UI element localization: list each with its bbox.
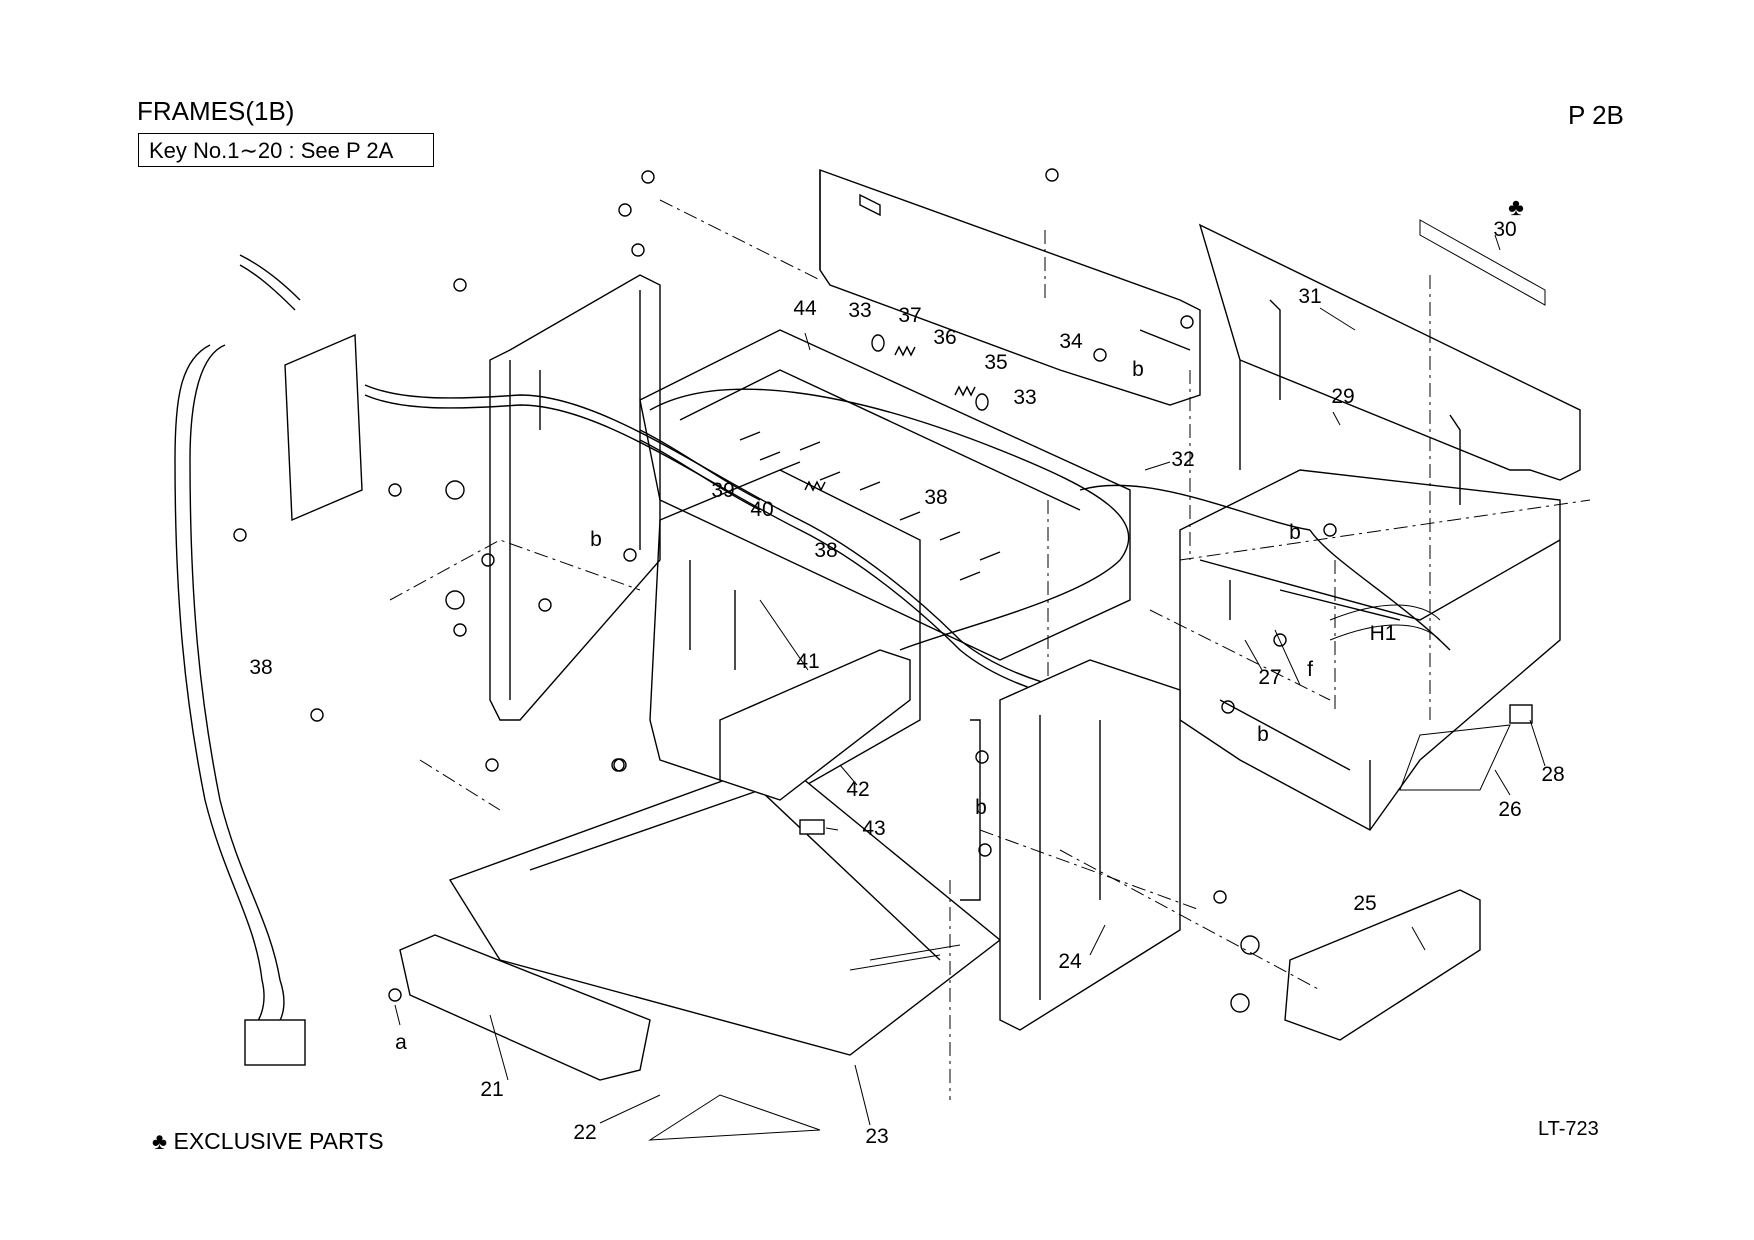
callout-36: 36 [933, 326, 957, 349]
callout-b-top: b [1132, 358, 1144, 381]
callout-42: 42 [846, 778, 870, 801]
callout-28: 28 [1541, 763, 1565, 786]
exclusive-parts-legend: ♣ EXCLUSIVE PARTS [152, 1128, 384, 1155]
callout-38-center: 38 [814, 539, 838, 562]
callout-H1: H1 [1369, 622, 1397, 645]
rear-frame [819, 169, 1201, 406]
wire-harness [364, 384, 1451, 701]
callout-26: 26 [1498, 798, 1522, 821]
bracket-42 [719, 649, 911, 801]
document-code: LT-723 [1538, 1118, 1599, 1140]
bracket-21 [399, 934, 651, 1081]
callout-38-right: 38 [924, 486, 948, 509]
callout-33-lower: 33 [1013, 386, 1037, 409]
page-reference: P 2B [1568, 100, 1624, 130]
center-frame [649, 469, 921, 801]
right-upper-frame [1198, 223, 1581, 505]
callout-21: 21 [480, 1078, 504, 1101]
screws [233, 168, 1337, 1013]
left-side-frame [489, 274, 661, 721]
callout-39: 39 [711, 479, 735, 502]
callout-f: f [1307, 658, 1313, 681]
callout-b-left: b [590, 528, 602, 551]
callout-34: 34 [1059, 330, 1083, 353]
callout-43: 43 [862, 817, 886, 840]
callout-41: 41 [796, 650, 820, 673]
callout-leaders [394, 234, 1546, 1126]
callout-33-upper: 33 [848, 299, 872, 322]
callout-29: 29 [1331, 385, 1355, 408]
callout-22: 22 [573, 1121, 597, 1144]
callout-b-right-mid: b [1257, 723, 1269, 746]
center-tray [639, 329, 1131, 661]
bracket-25 [1284, 889, 1481, 1041]
club-icon: ♣ [152, 1128, 168, 1154]
callout-35: 35 [984, 351, 1008, 374]
callout-25: 25 [1353, 892, 1377, 915]
callout-32: 32 [1171, 448, 1195, 471]
callout-31: 31 [1298, 285, 1322, 308]
right-side-frame [960, 659, 1181, 1031]
springs [804, 334, 989, 492]
exclusive-marker-30: ♣ [1508, 194, 1524, 221]
callout-b-right-upper: b [1289, 521, 1301, 544]
callout-23: 23 [865, 1125, 889, 1148]
callout-37: 37 [898, 304, 922, 327]
left-cable [174, 344, 306, 1066]
callout-44: 44 [793, 297, 817, 320]
right-lower-frame [1179, 469, 1561, 831]
callout-a: a [395, 1031, 407, 1054]
callout-38-left: 38 [249, 656, 273, 679]
callout-40: 40 [750, 498, 774, 521]
callout-b-lower: b [975, 796, 987, 819]
key-number-note: Key No.1∼20 : See P 2A [138, 133, 434, 167]
callout-24: 24 [1058, 950, 1082, 973]
legend-text: EXCLUSIVE PARTS [173, 1128, 384, 1154]
page-title: FRAMES(1B) [137, 96, 295, 126]
callout-30: 30 [1493, 218, 1517, 241]
callout-27: 27 [1258, 666, 1282, 689]
left-circuit-board [239, 254, 363, 522]
